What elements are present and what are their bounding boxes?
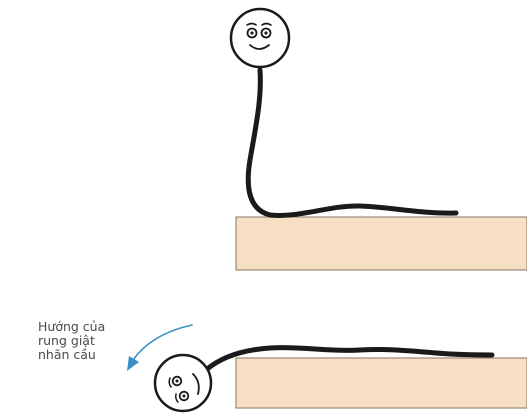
lying-upper-pupil [176, 380, 179, 383]
lying-figure-head [155, 355, 211, 411]
lower-board [236, 358, 527, 408]
lying-figure-panel [127, 325, 527, 411]
label-line-3: nhãn cầu [38, 348, 138, 362]
upright-right-pupil [264, 31, 267, 34]
lying-head-circle [155, 355, 211, 411]
upright-left-pupil [250, 31, 253, 34]
upper-board [236, 217, 527, 270]
upright-head-circle [231, 9, 289, 67]
upright-figure-panel [231, 9, 527, 270]
nystagmus-direction-label: Hướng của rung giật nhãn cầu [38, 320, 138, 362]
upright-figure-body [248, 70, 456, 215]
label-line-1: Hướng của [38, 320, 138, 334]
label-line-2: rung giật [38, 334, 138, 348]
upright-figure-head [231, 9, 289, 67]
lying-lower-pupil [183, 395, 186, 398]
